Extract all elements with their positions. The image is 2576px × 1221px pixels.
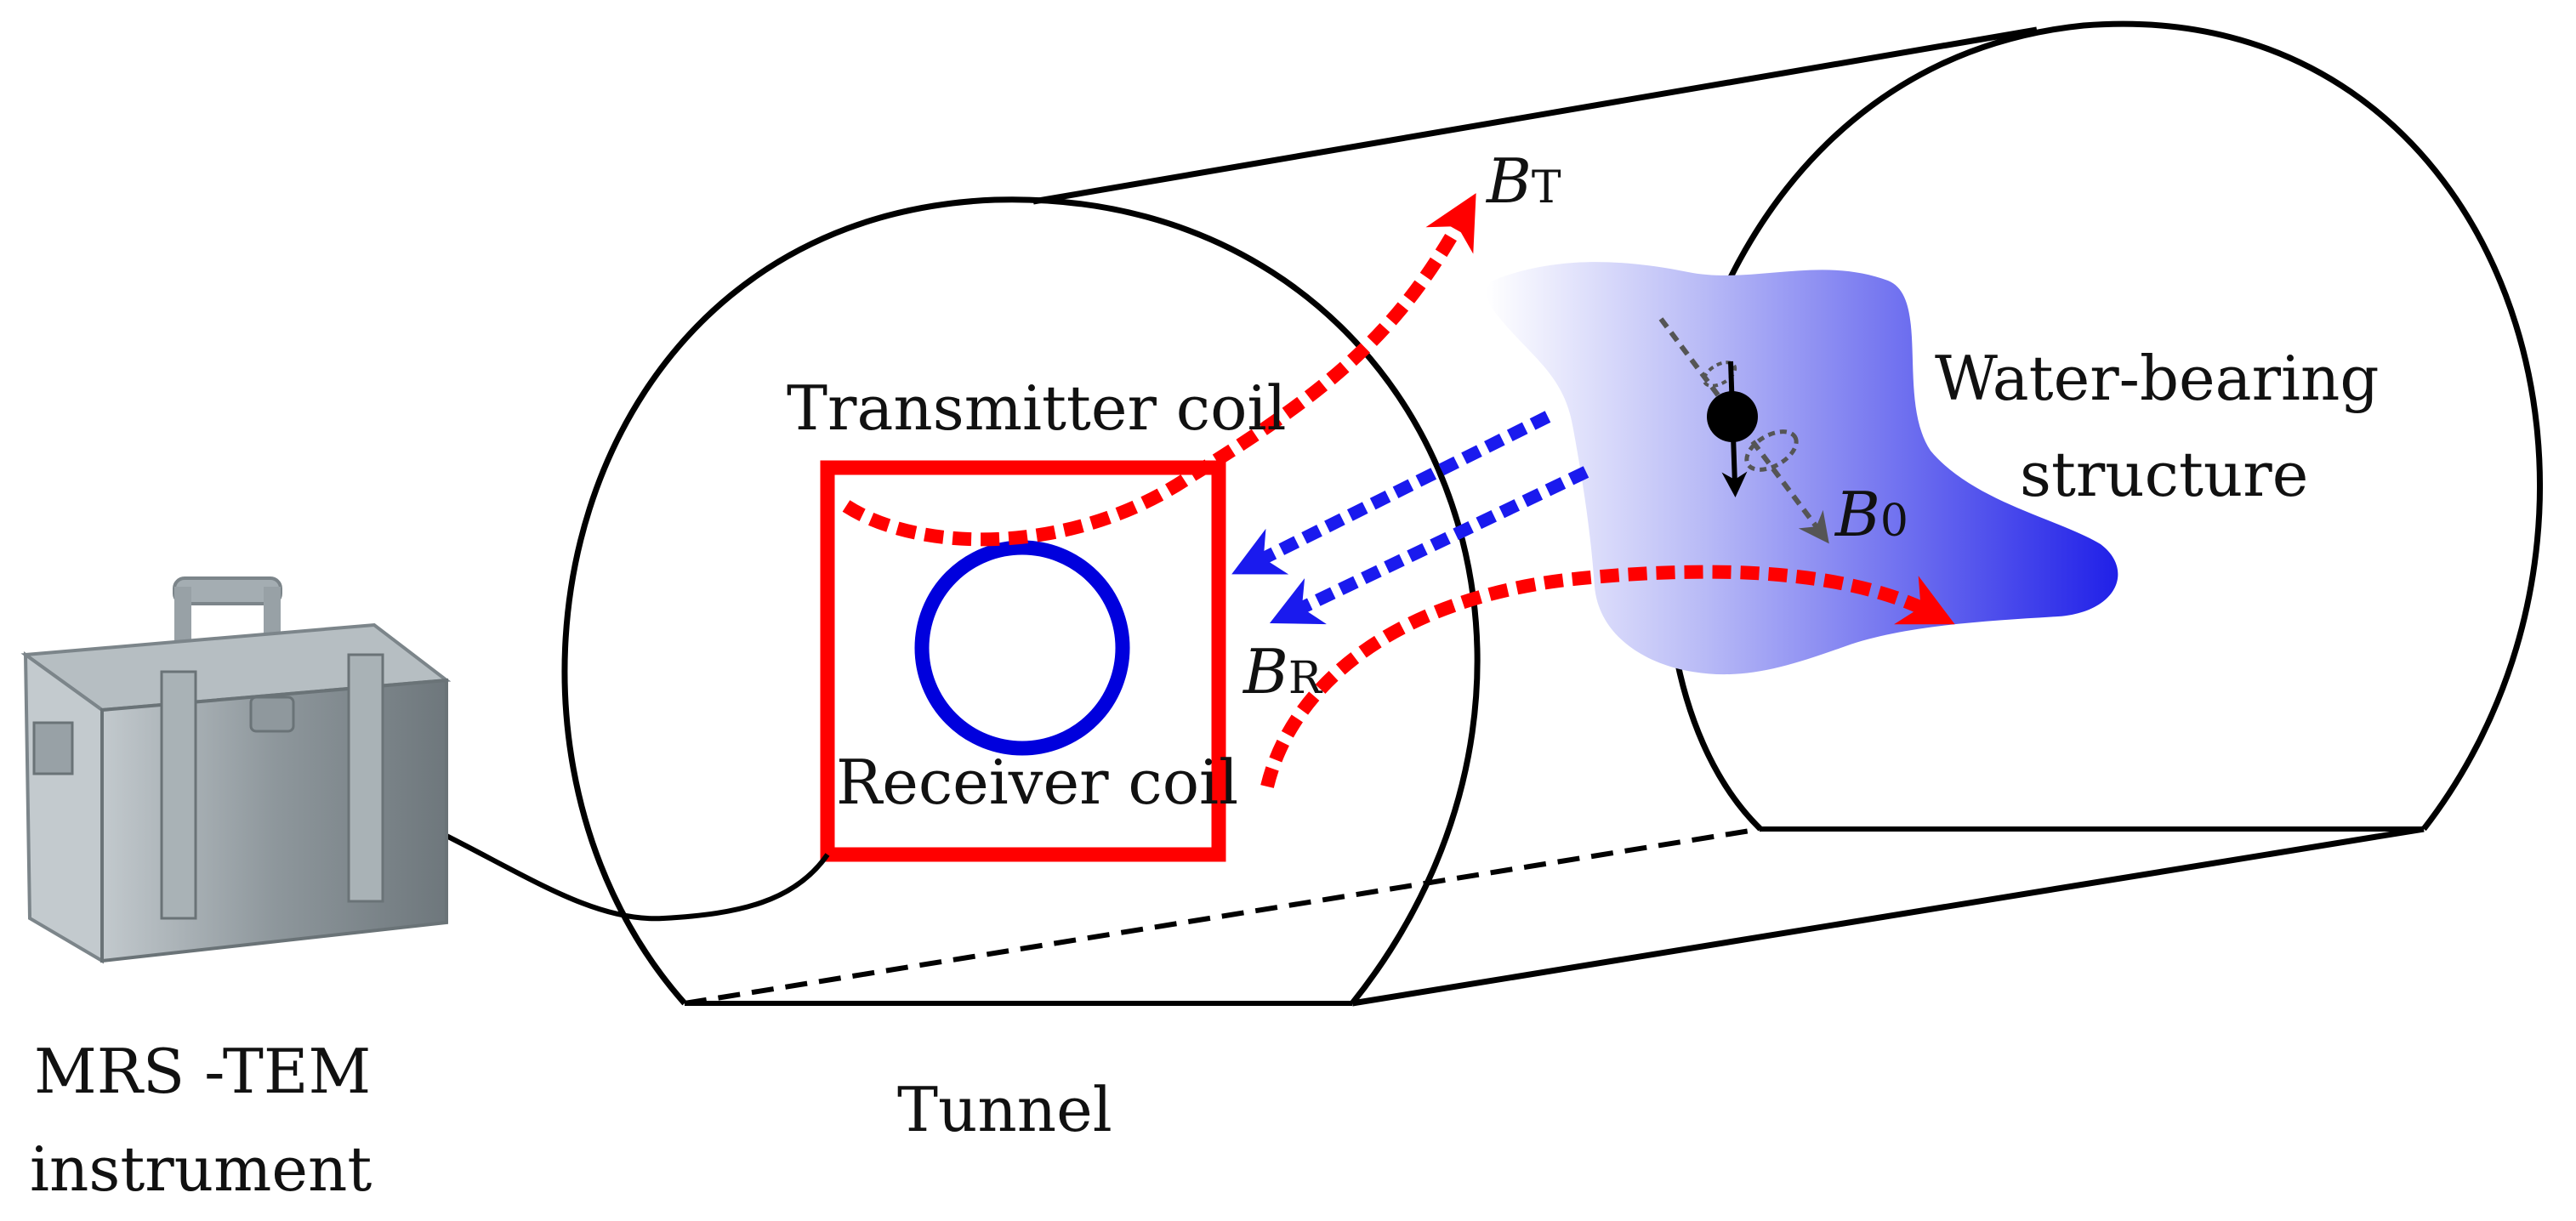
br-symbol-sub: R xyxy=(1288,653,1323,704)
bt-symbol-base: B xyxy=(1485,145,1532,217)
br-symbol-base: B xyxy=(1242,636,1288,707)
instrument-label-line1: MRS -TEM xyxy=(34,1036,371,1107)
receiver-coil-label: Receiver coil xyxy=(836,747,1238,818)
water-bearing-label-line2: structure xyxy=(2020,439,2308,510)
tunnel-top-edge xyxy=(1032,26,2038,205)
b0-symbol-sub: 0 xyxy=(1880,496,1908,547)
precession-ellipse-top xyxy=(1702,361,1737,388)
water-bearing-label-line1: Water-bearing xyxy=(1935,343,2380,414)
tunnel xyxy=(561,20,2544,1007)
case-front xyxy=(23,651,104,964)
br-arrow-upper xyxy=(1231,411,1551,575)
br-symbol: BR xyxy=(1242,636,1323,707)
b0-symbol: B0 xyxy=(1834,479,1908,550)
tunnel-bottom-edge xyxy=(1351,826,2425,1007)
bt-field-line-upper xyxy=(842,193,1476,547)
transmitter-coil-label: Transmitter coil xyxy=(787,372,1287,444)
response-field-br xyxy=(1231,411,1589,625)
b0-symbol-base: B xyxy=(1834,479,1880,550)
proton-dot xyxy=(1707,391,1758,442)
case-latch-right xyxy=(347,653,384,903)
precession-ellipse xyxy=(1744,429,1799,472)
br-arrow-lower xyxy=(1269,466,1589,625)
proton-spin-icon xyxy=(1658,317,1829,544)
bt-symbol: BT xyxy=(1485,145,1561,217)
case-latch-left xyxy=(160,670,197,920)
bt-symbol-sub: T xyxy=(1532,162,1561,213)
bt-field-line-lower xyxy=(1260,565,1955,788)
case-handle-right-post xyxy=(264,587,281,646)
transmitter-coil xyxy=(820,460,1226,862)
instrument-label-line2: instrument xyxy=(30,1133,372,1205)
tunnel-near-face xyxy=(561,196,1481,1006)
case-handle-left-post xyxy=(174,587,191,646)
instrument-case-icon xyxy=(20,576,452,964)
receiver-coil xyxy=(914,540,1130,756)
case-hinge xyxy=(32,721,74,775)
b0-arrow xyxy=(1658,317,1829,544)
primary-field-bt xyxy=(842,193,1955,788)
tunnel-floor-hidden-edge xyxy=(684,826,1761,1006)
case-lock xyxy=(249,696,295,733)
instrument-cable xyxy=(436,829,830,922)
tunnel-label: Tunnel xyxy=(897,1074,1112,1145)
